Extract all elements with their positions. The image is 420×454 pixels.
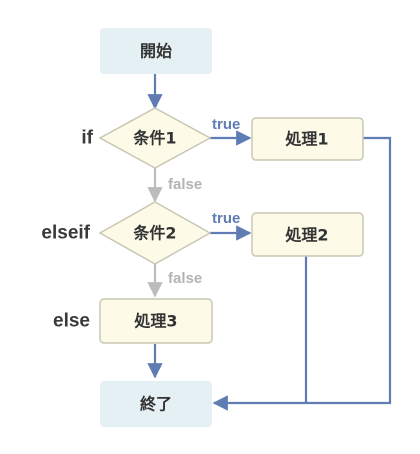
process3-label: 処理3 xyxy=(134,312,177,331)
condition2-label: 条件2 xyxy=(132,224,176,243)
process1-return-line xyxy=(212,136,392,411)
if-label: if xyxy=(81,128,93,149)
condition2-true-label: true xyxy=(212,210,240,227)
elseif-label: elseif xyxy=(41,223,90,244)
process3-node xyxy=(99,298,213,344)
start-node xyxy=(100,28,212,74)
end-node xyxy=(100,381,212,427)
condition1-false-label: false xyxy=(168,176,202,193)
condition2-node xyxy=(98,201,212,265)
condition1-label: 条件1 xyxy=(132,129,176,148)
condition2-false-label: false xyxy=(168,270,202,287)
else-label: else xyxy=(53,311,90,332)
process2-label: 処理2 xyxy=(285,226,328,245)
condition1-true-label: true xyxy=(212,116,240,133)
process1-node xyxy=(251,117,364,161)
process2-node xyxy=(251,212,364,257)
start-node-label: 開始 xyxy=(140,42,172,61)
condition1-node xyxy=(98,107,212,169)
process1-label: 処理1 xyxy=(285,130,328,149)
end-node-label: 終了 xyxy=(140,395,172,414)
